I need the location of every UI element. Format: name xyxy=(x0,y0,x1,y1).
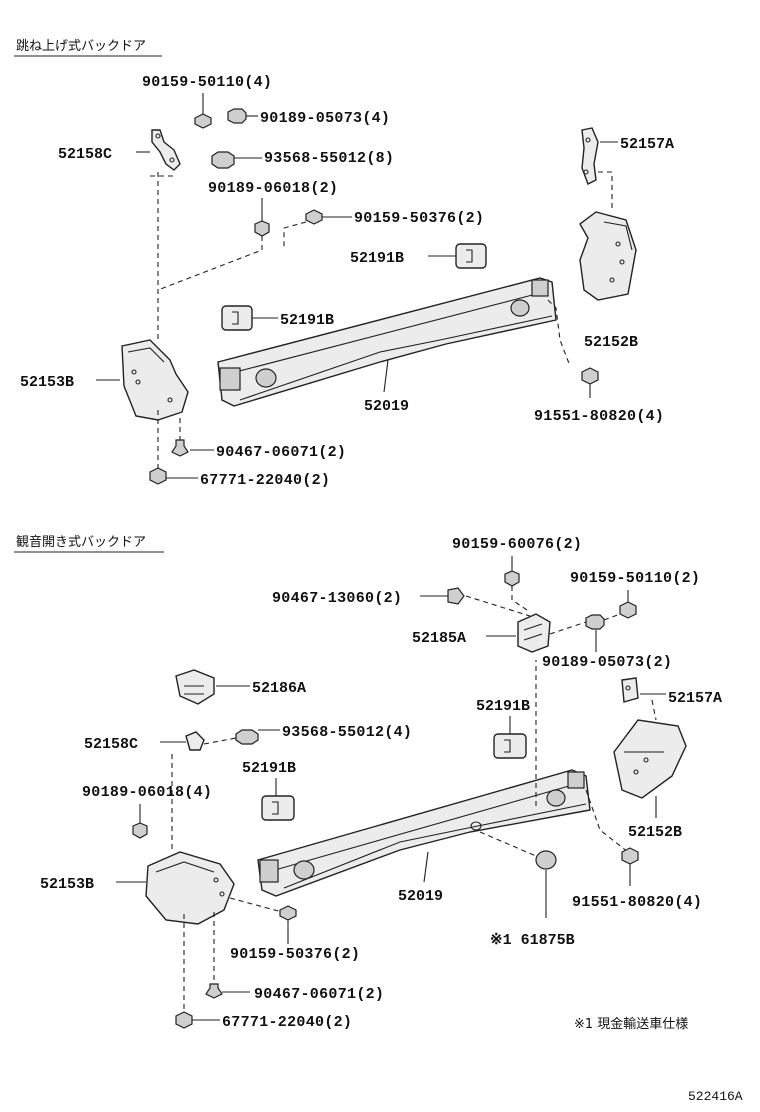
plug-icon xyxy=(535,850,557,918)
clip-icon xyxy=(235,729,280,745)
label-90159-60076: 90159-60076(2) xyxy=(452,536,582,553)
footnote: ※1 現金輸送車仕様 xyxy=(574,1016,688,1032)
screw-icon xyxy=(279,905,297,944)
label-67771-22040-top: 67771-22040(2) xyxy=(200,472,330,489)
screw-icon xyxy=(305,209,352,225)
label-52158C-bottom: 52158C xyxy=(84,736,138,753)
bumper-reinforcement-icon xyxy=(217,277,557,407)
label-90467-06071-bottom: 90467-06071(2) xyxy=(254,986,384,1003)
pad-icon xyxy=(261,795,295,821)
label-52152B: 52152B xyxy=(584,334,638,351)
mudguard-right-icon xyxy=(579,211,637,301)
bracket-52186A-icon xyxy=(175,669,215,705)
nut-icon xyxy=(254,198,270,237)
label-52019-bottom: 52019 xyxy=(398,888,443,905)
mudguard-left-icon xyxy=(145,851,235,925)
label-90159-50376: 90159-50376(2) xyxy=(354,210,484,227)
label-93568-55012-bottom: 93568-55012(4) xyxy=(282,724,412,741)
label-52191B-bottom-lower: 52191B xyxy=(242,760,296,777)
pad-icon xyxy=(221,305,253,331)
nut-icon xyxy=(227,108,258,124)
section-title-bottom: 観音開き式バックドア xyxy=(16,534,146,550)
label-52191B-bottom-upper: 52191B xyxy=(476,698,530,715)
clip-icon xyxy=(447,587,465,605)
grommet-icon xyxy=(175,1011,220,1029)
bracket-icon xyxy=(151,129,181,171)
diagram-code: 522416A xyxy=(688,1089,743,1104)
label-90159-50110: 90159-50110(4) xyxy=(142,74,272,91)
label-93568-55012: 93568-55012(8) xyxy=(264,150,394,167)
bolt-icon xyxy=(504,556,520,587)
mudguard-right-icon xyxy=(613,719,687,799)
label-52158C: 52158C xyxy=(58,146,112,163)
nut-icon xyxy=(132,822,148,839)
bolt-icon xyxy=(621,847,639,886)
clip-icon xyxy=(171,439,214,457)
label-52157A: 52157A xyxy=(620,136,674,153)
label-90189-05073: 90189-05073(4) xyxy=(260,110,390,127)
label-91551-80820-top: 91551-80820(4) xyxy=(534,408,664,425)
clip-icon xyxy=(205,983,250,999)
section-top: 跳ね上げ式バックドア 90159-50110(4) 90189-05073(4)… xyxy=(14,39,674,489)
pad-icon xyxy=(493,733,527,759)
bolt-icon xyxy=(581,367,599,398)
label-90467-06071-top: 90467-06071(2) xyxy=(216,444,346,461)
nut-icon xyxy=(585,614,605,630)
label-91551-80820-bottom: 91551-80820(4) xyxy=(572,894,702,911)
bracket-52157A-icon xyxy=(581,127,618,185)
label-90159-50376-bottom: 90159-50376(2) xyxy=(230,946,360,963)
label-52186A: 52186A xyxy=(252,680,306,697)
label-52153B-top: 52153B xyxy=(20,374,74,391)
label-90189-06018: 90189-06018(2) xyxy=(208,180,338,197)
label-52157A-bottom: 52157A xyxy=(668,690,722,707)
label-52153B-bottom: 52153B xyxy=(40,876,94,893)
bracket-52185A-icon xyxy=(517,613,551,653)
label-52191B-upper: 52191B xyxy=(350,250,404,267)
label-90189-06018-bottom: 90189-06018(4) xyxy=(82,784,212,801)
bumper-reinforcement-icon xyxy=(257,769,591,897)
bracket-52157A-icon xyxy=(621,677,639,703)
label-52191B-lower: 52191B xyxy=(280,312,334,329)
label-90159-50110-bottom: 90159-50110(2) xyxy=(570,570,700,587)
grommet-icon xyxy=(149,467,198,485)
mudguard-left-icon xyxy=(121,339,189,421)
clip-icon xyxy=(211,151,262,169)
pad-icon xyxy=(455,243,487,269)
label-67771-22040-bottom: 67771-22040(2) xyxy=(222,1014,352,1031)
section-bottom: 観音開き式バックドア 90159-60076(2) 90159-50110(2)… xyxy=(14,534,743,1104)
label-52019-top: 52019 xyxy=(364,398,409,415)
label-90467-13060: 90467-13060(2) xyxy=(272,590,402,607)
label-90189-05073-bottom: 90189-05073(2) xyxy=(542,654,672,671)
bolt-icon xyxy=(619,590,637,619)
bracket-icon xyxy=(185,731,205,751)
label-61875B: ※1 61875B xyxy=(490,932,575,949)
label-52185A: 52185A xyxy=(412,630,466,647)
label-52152B-bottom: 52152B xyxy=(628,824,682,841)
section-title-top: 跳ね上げ式バックドア xyxy=(16,39,146,54)
bolt-icon xyxy=(194,93,212,129)
